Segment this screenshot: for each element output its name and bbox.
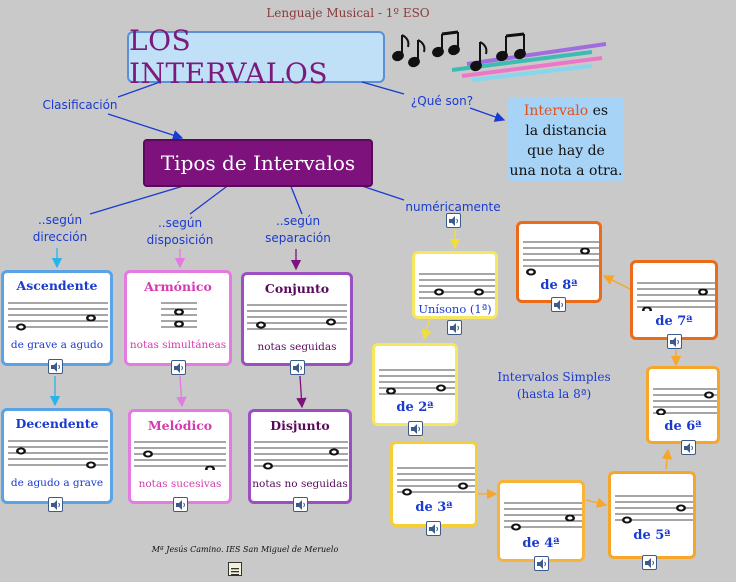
staff — [8, 440, 108, 469]
staff — [247, 304, 347, 330]
speaker-icon[interactable] — [446, 213, 461, 228]
card-tercera[interactable]: de 3ª — [390, 441, 478, 527]
speaker-icon[interactable] — [642, 555, 657, 570]
label-clasificacion: Clasificación — [42, 98, 118, 112]
tipos-de-intervalos-box: Tipos de Intervalos — [143, 139, 373, 187]
speaker-icon[interactable] — [290, 360, 305, 375]
speaker-icon[interactable] — [408, 421, 423, 436]
main-title: LOS INTERVALOS — [127, 24, 385, 90]
staff — [419, 273, 495, 299]
definition-box: Intervalo es la distancia que hay de una… — [508, 97, 624, 181]
speaker-icon[interactable] — [171, 360, 186, 375]
card-octava[interactable]: de 8ª — [516, 221, 602, 303]
card-disjunto[interactable]: Disjunto notas no seguidas — [248, 409, 352, 504]
speaker-icon[interactable] — [447, 320, 462, 335]
card-septima[interactable]: de 7ª — [630, 260, 718, 340]
speaker-icon[interactable] — [48, 359, 63, 374]
staff — [254, 441, 348, 470]
card-ascendente[interactable]: Ascendente de grave a agudo — [1, 270, 113, 366]
staff — [637, 282, 715, 311]
speaker-icon[interactable] — [681, 440, 696, 455]
speaker-icon[interactable] — [173, 497, 188, 512]
definition-highlight: Intervalo — [523, 103, 589, 119]
label-intervalos-simples: Intervalos Simples (hasta la 8ª) — [497, 370, 611, 401]
card-conjunto[interactable]: Conjunto notas seguidas — [241, 272, 353, 366]
staff — [504, 502, 582, 531]
staff — [523, 241, 599, 276]
staff — [653, 388, 717, 415]
card-unisono[interactable]: Unísono (1ª) — [412, 251, 498, 319]
staff — [379, 369, 455, 395]
author-footer: Mª Jesús Camino. IES San Miguel de Merue… — [151, 545, 339, 554]
card-segunda[interactable]: de 2ª — [372, 343, 458, 426]
speaker-icon[interactable] — [293, 497, 308, 512]
staff — [8, 302, 108, 331]
music-notes-icon — [392, 30, 607, 82]
speaker-icon[interactable] — [551, 297, 566, 312]
card-armonico[interactable]: Armónico notas simultáneas — [124, 270, 232, 366]
staff — [397, 467, 475, 496]
card-decendente[interactable]: Decendente de agudo a grave — [1, 408, 113, 504]
card-cuarta[interactable]: de 4ª — [497, 480, 585, 562]
label-que-son: ¿Qué son? — [410, 94, 474, 108]
staff — [615, 495, 693, 524]
speaker-icon[interactable] — [667, 334, 682, 349]
card-sexta[interactable]: de 6ª — [646, 366, 720, 444]
course-header: Lenguaje Musical - 1º ESO — [266, 6, 430, 20]
card-melodico[interactable]: Melódico notas sucesivas — [128, 409, 232, 504]
staff — [134, 441, 226, 470]
staff — [161, 302, 197, 328]
speaker-icon[interactable] — [48, 497, 63, 512]
document-icon[interactable] — [228, 562, 242, 576]
speaker-icon[interactable] — [534, 556, 549, 571]
label-numericamente: numéricamente — [405, 200, 501, 214]
speaker-icon[interactable] — [426, 521, 441, 536]
card-quinta[interactable]: de 5ª — [608, 471, 696, 559]
